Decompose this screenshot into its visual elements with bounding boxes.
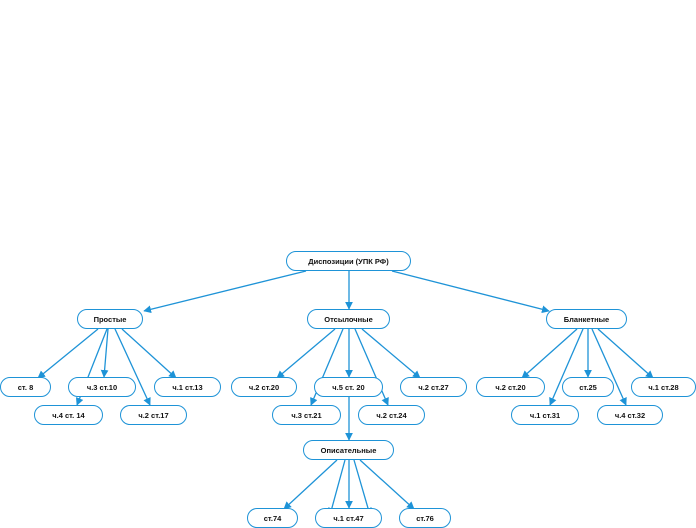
node-descriptive[interactable]: Описательные: [303, 440, 394, 460]
node-reference-ch3-st21[interactable]: ч.3 ст.21: [272, 405, 341, 425]
node-simple[interactable]: Простые: [77, 309, 143, 329]
node-reference-ch2-st20[interactable]: ч.2 ст.20: [231, 377, 297, 397]
connector-from-opisatelnye-15: [328, 459, 346, 516]
node-reference-ch2-st24[interactable]: ч.2 ст.24: [358, 405, 425, 425]
node-reference[interactable]: Отсылочные: [307, 309, 390, 329]
connector-from-blanketnye-20: [549, 328, 584, 406]
node-simple-ch3-st10[interactable]: ч.3 ст.10: [68, 377, 136, 397]
connector-from-prostye-5: [100, 328, 109, 378]
connector-from-root-2: [391, 270, 550, 314]
node-reference-ch2-st27[interactable]: ч.2 ст.27: [400, 377, 467, 397]
node-blanket-st25[interactable]: ст.25: [562, 377, 614, 397]
connector-from-blanketnye-23: [597, 328, 654, 379]
connector-from-otsylochnye-12: [361, 328, 421, 379]
connector-from-blanketnye-19: [521, 328, 578, 379]
connector-from-otsylochnye-11: [354, 328, 389, 406]
node-descriptive-st76[interactable]: ст.76: [399, 508, 451, 528]
connector-from-opisatelnye-14: [283, 459, 338, 510]
connector-from-root-0: [143, 270, 307, 314]
node-root-dispositions[interactable]: Диспозиции (УПК РФ): [286, 251, 411, 271]
connector-from-otsylochnye-8: [276, 328, 336, 379]
node-blanket[interactable]: Бланкетные: [546, 309, 627, 329]
connector-from-prostye-7: [121, 328, 177, 379]
node-simple-ch2-st17[interactable]: ч.2 ст.17: [120, 405, 187, 425]
node-simple-st8[interactable]: ст. 8: [0, 377, 51, 397]
connector-from-blanketnye-22: [591, 328, 627, 406]
node-reference-ch5-st20[interactable]: ч.5 ст. 20: [314, 377, 383, 397]
node-simple-ch4-st14[interactable]: ч.4 ст. 14: [34, 405, 103, 425]
connector-from-prostye-6: [114, 328, 151, 406]
node-descriptive-st74[interactable]: ст.74: [247, 508, 298, 528]
node-blanket-ch1-st28[interactable]: ч.1 ст.28: [631, 377, 696, 397]
connector-from-prostye-3: [37, 328, 99, 379]
node-simple-ch1-st13[interactable]: ч.1 ст.13: [154, 377, 221, 397]
node-descriptive-ch1-st47[interactable]: ч.1 ст.47: [315, 508, 382, 528]
node-blanket-ch4-st32[interactable]: ч.4 ст.32: [597, 405, 663, 425]
node-blanket-ch2-st20[interactable]: ч.2 ст.20: [476, 377, 545, 397]
connector-from-opisatelnye-18: [359, 459, 415, 510]
node-blanket-ch1-st31[interactable]: ч.1 ст.31: [511, 405, 579, 425]
connector-from-opisatelnye-17: [353, 459, 372, 516]
